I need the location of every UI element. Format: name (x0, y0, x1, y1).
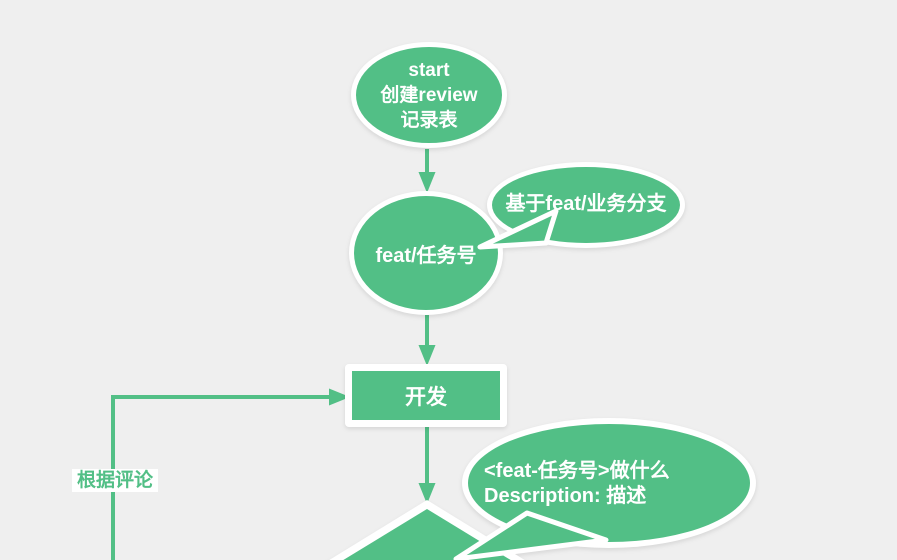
arrowhead-start-to-branch (418, 172, 436, 193)
decision-node (343, 509, 511, 560)
branch-callout-tail (477, 208, 559, 250)
connectors (111, 149, 429, 560)
nodes (329, 42, 756, 560)
arrowhead-loop-to-develop (329, 388, 350, 406)
loop-edge-label: 根据评论 (72, 469, 159, 492)
arrowhead-branch-to-develop (418, 345, 436, 366)
arrowhead-develop-to-decision (418, 483, 436, 504)
start-node (356, 47, 502, 143)
develop-node (352, 371, 500, 420)
task-callout-tail (453, 510, 609, 560)
branch-node (354, 196, 498, 310)
arrow-loop-to-develop (111, 395, 331, 560)
task-callout (468, 424, 750, 542)
arrowheads (329, 172, 436, 504)
